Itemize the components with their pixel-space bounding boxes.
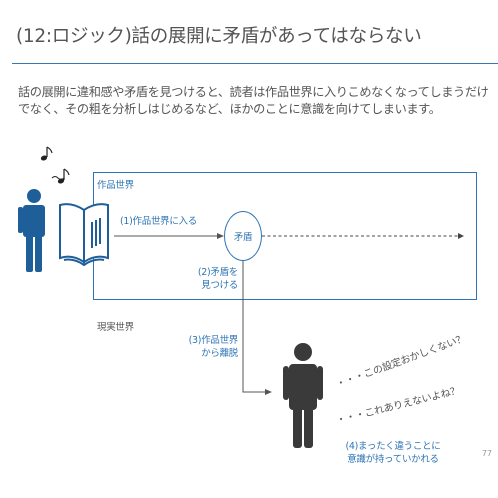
lead-paragraph: 話の展開に違和感や矛盾を見つけると、読者は作品世界に入りこめなくなってしまうだけ… (18, 84, 489, 118)
wavy-line-icon (51, 176, 65, 180)
work-world-label: 作品世界 (97, 180, 134, 191)
contradiction-node (224, 211, 262, 261)
step-4-line-1: (4)まったく違うことに (345, 441, 441, 452)
step-4-line-2: 意識が持っていかれる (347, 454, 439, 465)
step-2-line-1: (2)矛盾を (197, 267, 238, 278)
step-3-line-1: (3)作品世界 (188, 335, 239, 346)
enter-world-arrow (114, 233, 224, 239)
step-2-label: (2)矛盾を 見つける (186, 266, 238, 292)
lead-line-2: でなく、その粗を分析しはじめるなど、ほかのことに意識を向けてしまいます。 (18, 102, 441, 116)
reader-person-icon (18, 189, 45, 272)
step-3-line-2: から離脱 (201, 348, 238, 359)
contradiction-node-label: 矛盾 (233, 232, 253, 243)
music-note-icon (57, 168, 70, 184)
real-world-label: 現実世界 (97, 322, 134, 333)
slide-title: (12:ロジック)話の展開に矛盾があってはならない (16, 26, 422, 47)
dashed-continuation-arrow (262, 233, 464, 239)
title-underline (12, 63, 498, 64)
page-number: 77 (481, 449, 492, 458)
distracted-person-icon (283, 343, 323, 448)
step-4-label: (4)まったく違うことに 意識が持っていかれる (338, 440, 448, 466)
step-3-label: (3)作品世界 から離脱 (186, 334, 239, 360)
exit-world-arrow (242, 261, 272, 395)
lead-line-1: 話の展開に違和感や矛盾を見つけると、読者は作品世界に入りこめなくなってしまうだけ (18, 85, 489, 99)
music-note-icon (40, 146, 53, 161)
step-2-line-2: 見つける (201, 280, 238, 291)
open-book-icon (59, 203, 109, 267)
step-1-label: (1)作品世界に入る (120, 216, 197, 227)
